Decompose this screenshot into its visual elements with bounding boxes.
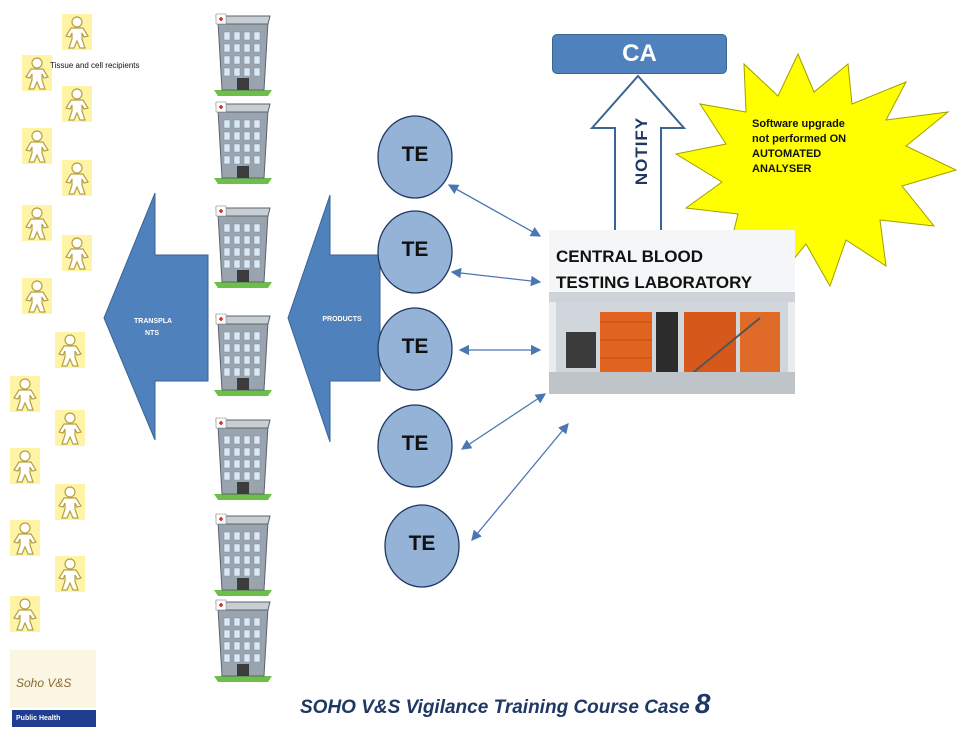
te-node-2: [377, 210, 453, 294]
lab-title-line1: CENTRAL BLOOD: [556, 247, 704, 266]
te-node-5: [384, 504, 460, 588]
hospital-icon: [210, 204, 276, 288]
hospital-icon: [210, 12, 276, 96]
person-icon: [62, 235, 92, 271]
soho-logo: [10, 650, 96, 708]
person-icon: [22, 128, 52, 164]
te5-lab-connector: [471, 422, 569, 542]
case-number: 8: [694, 688, 711, 719]
person-icon: [55, 556, 85, 592]
eu-public-health-badge: Public Health: [12, 710, 96, 727]
footer-title-text: SOHO V&S Vigilance Training Course Case: [300, 697, 695, 718]
hospital-icon: [210, 312, 276, 396]
products-label: PRODUCTS: [322, 316, 362, 323]
te-label-4: TE: [401, 432, 429, 455]
hospital-icon: [210, 598, 276, 682]
te-label-1: TE: [401, 143, 429, 166]
te-node-3: [377, 307, 453, 391]
person-icon: [62, 14, 92, 50]
lab-title: CENTRAL BLOOD TESTING LABORATORY: [556, 244, 752, 296]
te-label-2: TE: [401, 238, 429, 261]
hospital-icon: [210, 512, 276, 596]
transplants-label: TRANSPLA NTS: [134, 318, 173, 337]
person-icon: [10, 520, 40, 556]
footer-title: SOHO V&S Vigilance Training Course Case …: [300, 688, 710, 720]
person-icon: [10, 448, 40, 484]
ca-box: CA: [552, 34, 727, 74]
soho-logo-text: Soho V&S: [16, 676, 72, 690]
person-icon: [22, 278, 52, 314]
person-icon: [10, 376, 40, 412]
te2-lab-connector: [450, 267, 542, 287]
person-icon: [55, 410, 85, 446]
te-node-4: [377, 404, 453, 488]
burst-text: Software upgrade not performed ON AUTOMA…: [752, 118, 847, 175]
te-label-3: TE: [401, 335, 429, 358]
recipients-label: Tissue and cell recipients: [50, 61, 140, 70]
lab-title-line2: TESTING LABORATORY: [556, 273, 753, 292]
person-icon: [55, 332, 85, 368]
person-icon: [10, 596, 40, 632]
products-arrow: [287, 194, 381, 443]
te-node-1: [377, 115, 453, 199]
te4-lab-connector: [460, 393, 547, 450]
notify-label: NOTIFY: [632, 116, 651, 186]
te-label-5: TE: [408, 532, 436, 555]
person-icon: [62, 86, 92, 122]
person-icon: [55, 484, 85, 520]
alert-burst: [674, 52, 958, 288]
notify-arrow: [589, 74, 687, 233]
transplants-arrow: [103, 192, 209, 441]
person-icon: [62, 160, 92, 196]
te1-lab-connector: [447, 184, 542, 237]
hospital-icon: [210, 416, 276, 500]
person-icon: [22, 55, 52, 91]
hospital-icon: [210, 100, 276, 184]
person-icon: [22, 205, 52, 241]
lab-building-photo: [549, 230, 795, 394]
